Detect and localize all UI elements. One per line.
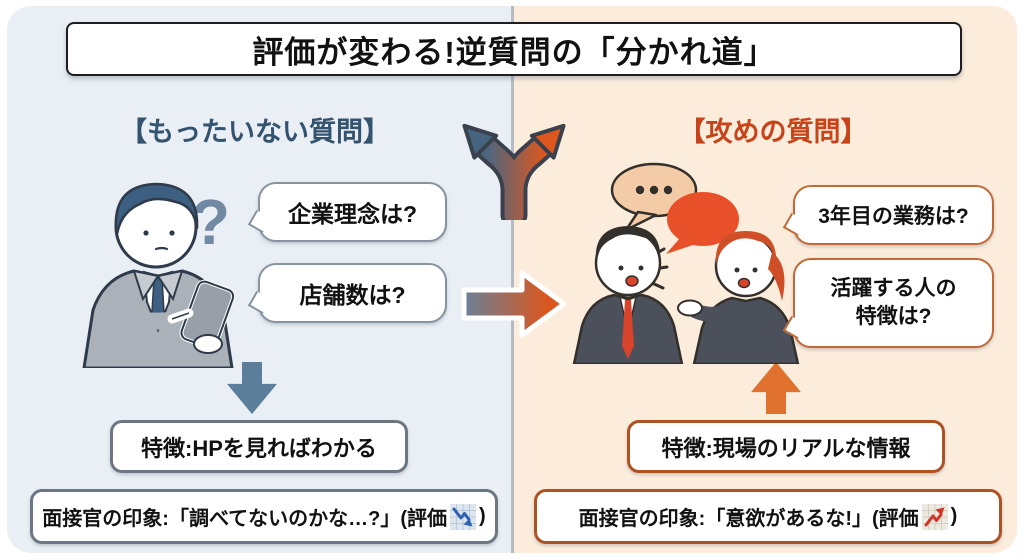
right-question-1-text: 3年目の業務は? [818, 205, 969, 228]
right-question-bubble-2: 活躍する人の 特徴は? [793, 258, 994, 348]
right-section-header: 【攻めの質問】 [678, 117, 868, 147]
left-impression-box: 面接官の印象:「調べてないのかな…?」(評価 ) [30, 489, 498, 544]
left-question-2-text: 店舗数は? [299, 282, 406, 308]
left-feature-box: 特徴:HPを見ればわかる [110, 420, 408, 473]
center-right-arrow-icon [461, 270, 567, 338]
center-divider [510, 6, 514, 553]
right-impression-box: 面接官の印象:「意欲があるな!」(評価 ) [534, 489, 1002, 544]
right-question-2-text: 活躍する人の 特徴は? [830, 276, 957, 328]
two-people-talking-illustration [572, 162, 800, 364]
chart-decreasing-icon [450, 503, 477, 530]
chart-increasing-icon [921, 503, 948, 530]
title-banner: 評価が変わる!逆質問の「分かれ道」 [66, 22, 962, 76]
right-impression-text: 面接官の印象:「意欲があるな!」(評価 [578, 508, 919, 530]
left-impression-text: 面接官の印象:「調べてないのかな…?」(評価 [42, 508, 448, 530]
left-question-bubble-2: 店舗数は? [258, 263, 447, 323]
left-section-header: 【もったいない質問】 [120, 117, 390, 147]
right-question-bubble-1: 3年目の業務は? [793, 185, 994, 245]
right-impression-close: ) [950, 505, 958, 527]
left-feature-text: 特徴:HPを見ればわかる [141, 435, 377, 461]
man-with-phone-illustration: ? [82, 182, 236, 368]
left-question-1-text: 企業理念は? [287, 201, 418, 227]
right-feature-text: 特徴:現場のリアルな情報 [661, 435, 911, 461]
right-feature-box: 特徴:現場のリアルな情報 [627, 420, 945, 473]
fork-arrow-icon [462, 123, 566, 220]
left-question-bubble-1: 企業理念は? [258, 182, 447, 242]
left-impression-close: ) [479, 505, 486, 527]
page-title: 評価が変わる!逆質問の「分かれ道」 [252, 34, 776, 70]
